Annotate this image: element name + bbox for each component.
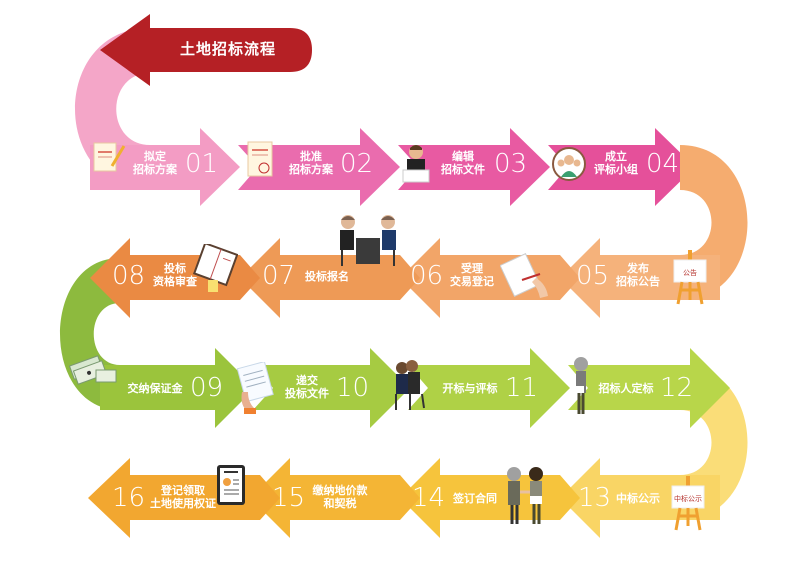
step-11-label: 开标与评标: [442, 382, 498, 395]
approved-document-icon: [246, 140, 276, 184]
step-13-label: 中标公示: [616, 492, 660, 505]
easel-sign-text: 中标公示: [674, 495, 702, 503]
arrow-step-09: [100, 348, 255, 428]
man-at-laptop-icon: [400, 142, 432, 188]
step-09-number: 09: [190, 373, 224, 403]
arrow-step-02: [238, 128, 400, 206]
handshake-icon: [504, 466, 548, 532]
step-03-number: 03: [494, 149, 528, 179]
step-12-label: 招标人定标: [598, 382, 654, 395]
group-people-icon: [552, 147, 586, 185]
step-01-number: 01: [185, 149, 219, 179]
step-16-label: 登记领取土地使用权证: [150, 484, 216, 510]
step-15-number: 15: [272, 483, 306, 513]
step-15-label: 缴纳地价款和契税: [312, 484, 368, 510]
money-stack-icon: [68, 352, 118, 392]
step-13-number: 13: [578, 483, 612, 513]
hand-signing-icon: [499, 250, 550, 304]
arrow-step-11: [408, 348, 570, 428]
step-16-number: 16: [112, 483, 146, 513]
step-14-number: 14: [412, 483, 446, 513]
step-08-number: 08: [112, 261, 146, 291]
arrow-step-12: [568, 348, 730, 428]
step-02-label: 批准招标方案: [289, 150, 333, 176]
step-04-number: 04: [646, 149, 680, 179]
step-03-label: 编辑招标文件: [441, 150, 485, 176]
step-10-number: 10: [336, 373, 370, 403]
step-04-label: 成立评标小组: [594, 150, 638, 176]
arrow-step-04: [548, 128, 695, 206]
arrow-step-06: [400, 238, 580, 318]
page-title: 土地招标流程: [180, 40, 277, 58]
meeting-desk-icon: [336, 212, 400, 272]
step-09-label: 交纳保证金: [127, 382, 183, 395]
step-10-label: 递交投标文件: [285, 374, 329, 400]
step-11-number: 11: [505, 373, 539, 403]
arrow-step-13: [560, 458, 720, 538]
step-01-label: 拟定招标方案: [133, 150, 177, 176]
step-06-label: 受理交易登记: [450, 262, 494, 288]
step-14-label: 签订合同: [453, 492, 497, 505]
easel-notice-icon: [672, 250, 708, 310]
easel-sign-text: 公告: [683, 269, 697, 277]
step-08-label: 投标资格审查: [153, 262, 197, 288]
certificate-icon: [216, 464, 246, 510]
step-06-number: 06: [410, 261, 444, 291]
hand-document-icon: [236, 360, 280, 420]
arrow-step-01: [90, 128, 240, 206]
standing-woman-icon: [572, 356, 590, 420]
easel-notice-icon: [670, 476, 706, 536]
document-pencil-icon: [92, 140, 126, 178]
arrow-step-10: [253, 348, 410, 428]
step-02-number: 02: [340, 149, 374, 179]
step-07-label: 投标报名: [305, 270, 349, 283]
step-05-label: 发布招标公告: [616, 262, 660, 288]
notebook-icon: [192, 241, 239, 298]
arrow-step-15: [250, 458, 420, 538]
step-05-number: 05: [576, 261, 610, 291]
step-12-number: 12: [660, 373, 694, 403]
title-arrow: [100, 14, 312, 86]
step-07-number: 07: [262, 261, 296, 291]
arrow-step-03: [398, 128, 550, 206]
seated-people-icon: [390, 358, 430, 418]
